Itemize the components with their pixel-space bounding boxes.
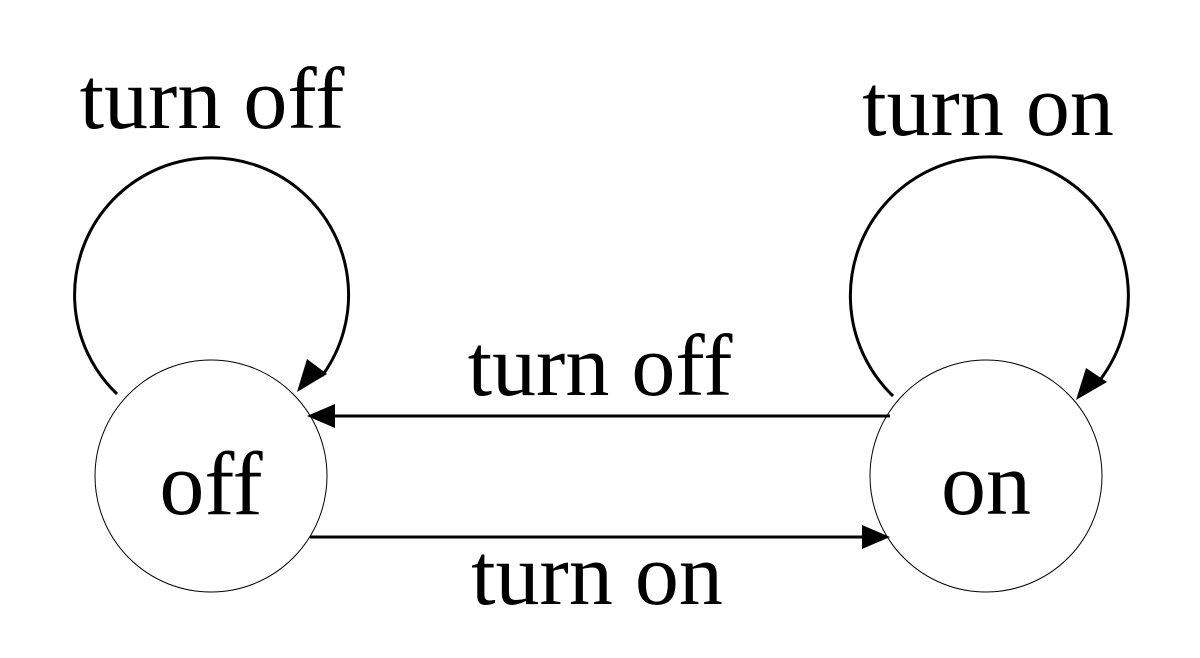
state-off: off [94,359,328,593]
transition-on-to-off: turn off [307,318,890,428]
state-on: on [869,359,1103,593]
on-to-off-label: turn off [468,318,733,415]
state-on-circle [869,359,1103,593]
state-off-label: off [159,435,262,534]
on-self-loop-arrowhead [1076,368,1107,400]
on-self-loop-arc [848,155,1130,398]
off-self-loop-arrowhead [297,359,327,392]
off-to-on-arrowhead [862,525,890,549]
transition-off-self-loop: turn off [73,51,351,396]
transition-on-self-loop: turn on [848,58,1130,400]
off-to-on-label: turn on [471,527,723,624]
on-to-off-arrowhead [307,404,335,428]
state-on-label: on [941,435,1031,534]
off-self-loop-label: turn off [80,51,345,148]
off-self-loop-arc [73,156,351,396]
on-self-loop-label: turn on [862,58,1114,155]
transition-off-to-on: turn on [310,525,890,624]
state-off-circle [94,359,328,593]
